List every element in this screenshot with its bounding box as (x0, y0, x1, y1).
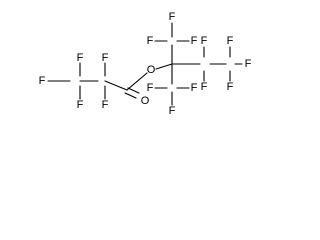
atom-label-f: F (147, 35, 154, 47)
atom-label-f: F (201, 35, 208, 47)
atom-label-f: F (227, 81, 234, 93)
atom-label-f: F (169, 11, 176, 23)
atom-label-f: F (227, 35, 234, 47)
bond (126, 72, 148, 91)
atom-label-f: F (191, 82, 198, 94)
atom-labels: F F F F F O O F F F F F F F F F F F (39, 11, 252, 117)
double-bond (127, 87, 140, 94)
bond (155, 63, 173, 70)
bonds (47, 22, 243, 106)
structure-diagram: F F F F F O O F F F F F F F F F F F (39, 11, 252, 117)
double-bond (124, 92, 137, 99)
atom-label-f: F (147, 82, 154, 94)
atom-label-f: F (39, 75, 46, 87)
atom-label-f: F (77, 52, 84, 64)
atom-label-f: F (77, 99, 84, 111)
atom-label-f: F (169, 105, 176, 117)
atom-label-f: F (191, 35, 198, 47)
bond (104, 80, 128, 91)
atom-label-f: F (245, 58, 252, 70)
atom-label-f: F (102, 52, 109, 64)
atom-label-o: O (147, 64, 156, 76)
atom-label-f: F (102, 99, 109, 111)
atom-label-o: O (141, 95, 150, 107)
atom-label-f: F (201, 81, 208, 93)
